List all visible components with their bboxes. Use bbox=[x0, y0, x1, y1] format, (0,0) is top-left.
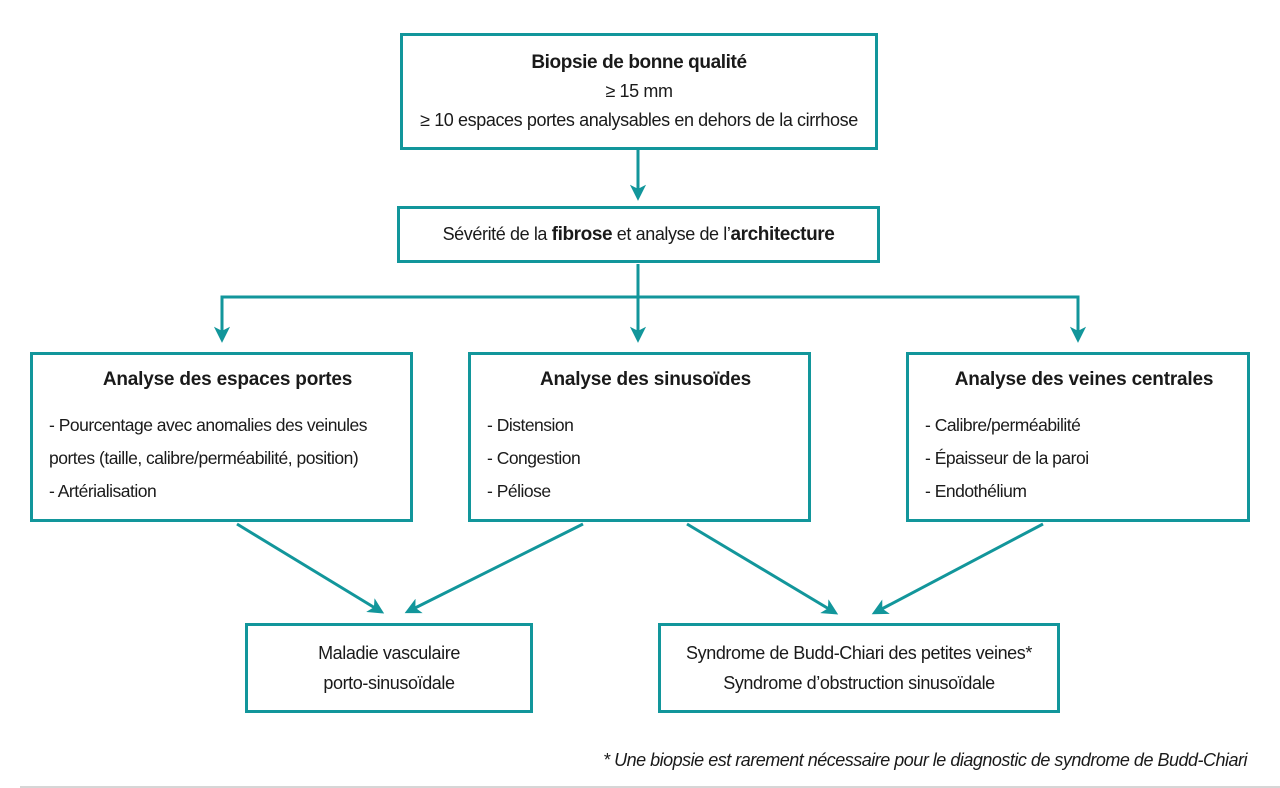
node-biopsy-quality-line3: ≥ 10 espaces portes analysables en dehor… bbox=[420, 110, 858, 130]
footnote: * Une biopsie est rarement nécessaire po… bbox=[603, 750, 1247, 770]
portal-tracts-line-2: portes (taille, calibre/perméabilité, po… bbox=[49, 448, 359, 468]
severity-text-2: et analyse de l’ bbox=[612, 224, 731, 244]
node-fibrosis-severity-text: Sévérité de la fibrose et analyse de l’a… bbox=[443, 220, 835, 249]
central-veins-line-3: - Endothélium bbox=[925, 481, 1027, 501]
connector-central-veins-to-budd-chiari bbox=[871, 522, 1044, 615]
psvd-line-1: Maladie vasculaire bbox=[318, 643, 460, 663]
node-biopsy-quality: Biopsie de bonne qualité ≥ 15 mm ≥ 10 es… bbox=[400, 33, 878, 150]
node-porto-sinusoidal-vascular-disease: Maladie vasculaire porto-sinusoïdale bbox=[245, 623, 533, 713]
portal-tracts-line-3: - Artérialisation bbox=[49, 481, 157, 501]
central-veins-line-1: - Calibre/perméabilité bbox=[925, 415, 1081, 435]
budd-chiari-line-2: Syndrome d’obstruction sinusoïdale bbox=[723, 673, 995, 693]
node-sinusoids-title: Analyse des sinusoïdes bbox=[539, 369, 752, 390]
severity-bold-fibrose: fibrose bbox=[551, 224, 613, 245]
severity-bold-architecture: architecture bbox=[730, 224, 835, 245]
node-portal-tracts-analysis: Analyse des espaces portes - Pourcentage… bbox=[30, 352, 413, 522]
bottom-divider bbox=[20, 786, 1280, 788]
node-fibrosis-severity: Sévérité de la fibrose et analyse de l’a… bbox=[397, 206, 880, 263]
connector-sinusoids-to-budd-chiari bbox=[686, 522, 839, 615]
connector-portal-to-psvd bbox=[236, 522, 385, 614]
node-sinusoids-analysis: Analyse des sinusoïdes - Distension - Co… bbox=[468, 352, 811, 522]
node-biopsy-quality-title: Biopsie de bonne qualité bbox=[531, 52, 747, 73]
portal-tracts-line-1: - Pourcentage avec anomalies des veinule… bbox=[49, 415, 368, 435]
sinusoids-line-1: - Distension bbox=[487, 415, 574, 435]
severity-text-1: Sévérité de la bbox=[442, 224, 552, 244]
node-portal-tracts-title: Analyse des espaces portes bbox=[102, 369, 353, 390]
psvd-line-2: porto-sinusoïdale bbox=[323, 673, 455, 693]
node-biopsy-quality-line2: ≥ 15 mm bbox=[605, 81, 673, 101]
node-central-veins-title: Analyse des veines centrales bbox=[954, 369, 1214, 390]
sinusoids-line-3: - Péliose bbox=[487, 481, 551, 501]
connector-sinusoids-to-psvd bbox=[404, 522, 584, 614]
node-central-veins-analysis: Analyse des veines centrales - Calibre/p… bbox=[906, 352, 1250, 522]
central-veins-line-2: - Épaisseur de la paroi bbox=[925, 448, 1089, 468]
node-budd-chiari-sos: Syndrome de Budd-Chiari des petites vein… bbox=[658, 623, 1060, 713]
sinusoids-line-2: - Congestion bbox=[487, 448, 581, 468]
budd-chiari-line-1: Syndrome de Budd-Chiari des petites vein… bbox=[686, 643, 1032, 663]
